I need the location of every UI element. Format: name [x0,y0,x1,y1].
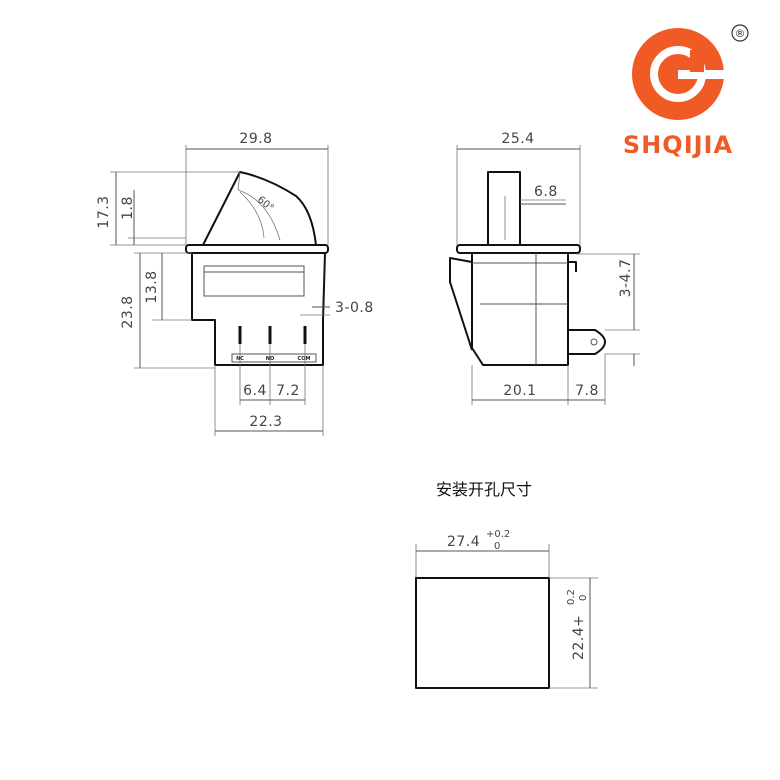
cutout-rectangle [415,577,550,689]
dim-cutout-width-tol-lower: 0 [494,541,500,552]
dim-plunger-width: 6.8 [534,184,558,200]
side-housing [471,253,569,366]
dim-cutout-height-tol-upper: 0.2 [566,589,577,605]
registered-mark: ® [735,27,746,40]
dim-cutout-width: 27.4 [447,534,480,550]
dim-rocker-offset: 1.8 [120,196,136,220]
dim-window-height: 13.8 [144,270,160,303]
front-window [203,265,305,297]
dim-terminal-length: 7.8 [575,383,599,399]
cutout-view: 安装开孔尺寸 27.4 +0.2 0 22.4+ 0.2 0 [415,480,598,689]
dim-cutout-width-tol-upper: +0.2 [486,529,510,540]
dim-width-top: 29.8 [239,131,272,147]
dim-cutout-height: 22.4+ [571,615,587,660]
dim-terminal-thickness: 3-0.8 [335,300,374,316]
logo-gap [690,50,704,72]
dim-body-height: 23.8 [120,295,136,328]
dim-side-width: 25.4 [501,131,534,147]
logo-bar [678,70,724,79]
brand-logo: ® SHQIJIA [623,24,749,159]
side-terminal [568,329,606,355]
side-view: 25.4 6.8 3-4.7 20.1 7.8 [449,131,640,405]
terminal-label-strip [231,353,317,363]
dim-cutout-height-tol-lower: 0 [578,595,589,601]
front-flange [185,244,329,254]
side-flange [456,244,581,254]
registered-circle [731,24,749,42]
dim-pitch-a: 6.4 [243,383,267,399]
brand-name: SHQIJIA [623,131,733,159]
side-latch-right [568,261,577,272]
cutout-title: 安装开孔尺寸 [436,480,532,499]
dim-terminal-offset: 3-4.7 [618,259,634,298]
dim-height-total: 17.3 [96,195,112,228]
dim-pitch-b: 7.2 [276,383,300,399]
plunger [487,171,521,245]
dim-base-width: 22.3 [249,414,282,430]
dim-body-depth: 20.1 [503,383,536,399]
dim-angle: 60° [255,194,276,214]
side-latch [449,257,473,351]
terminal-label-com: COM [298,356,311,362]
rocker-actuator [202,171,317,246]
front-view: 29.8 60° NC NO COM 3-0.8 17.3 1.8 [96,131,374,436]
